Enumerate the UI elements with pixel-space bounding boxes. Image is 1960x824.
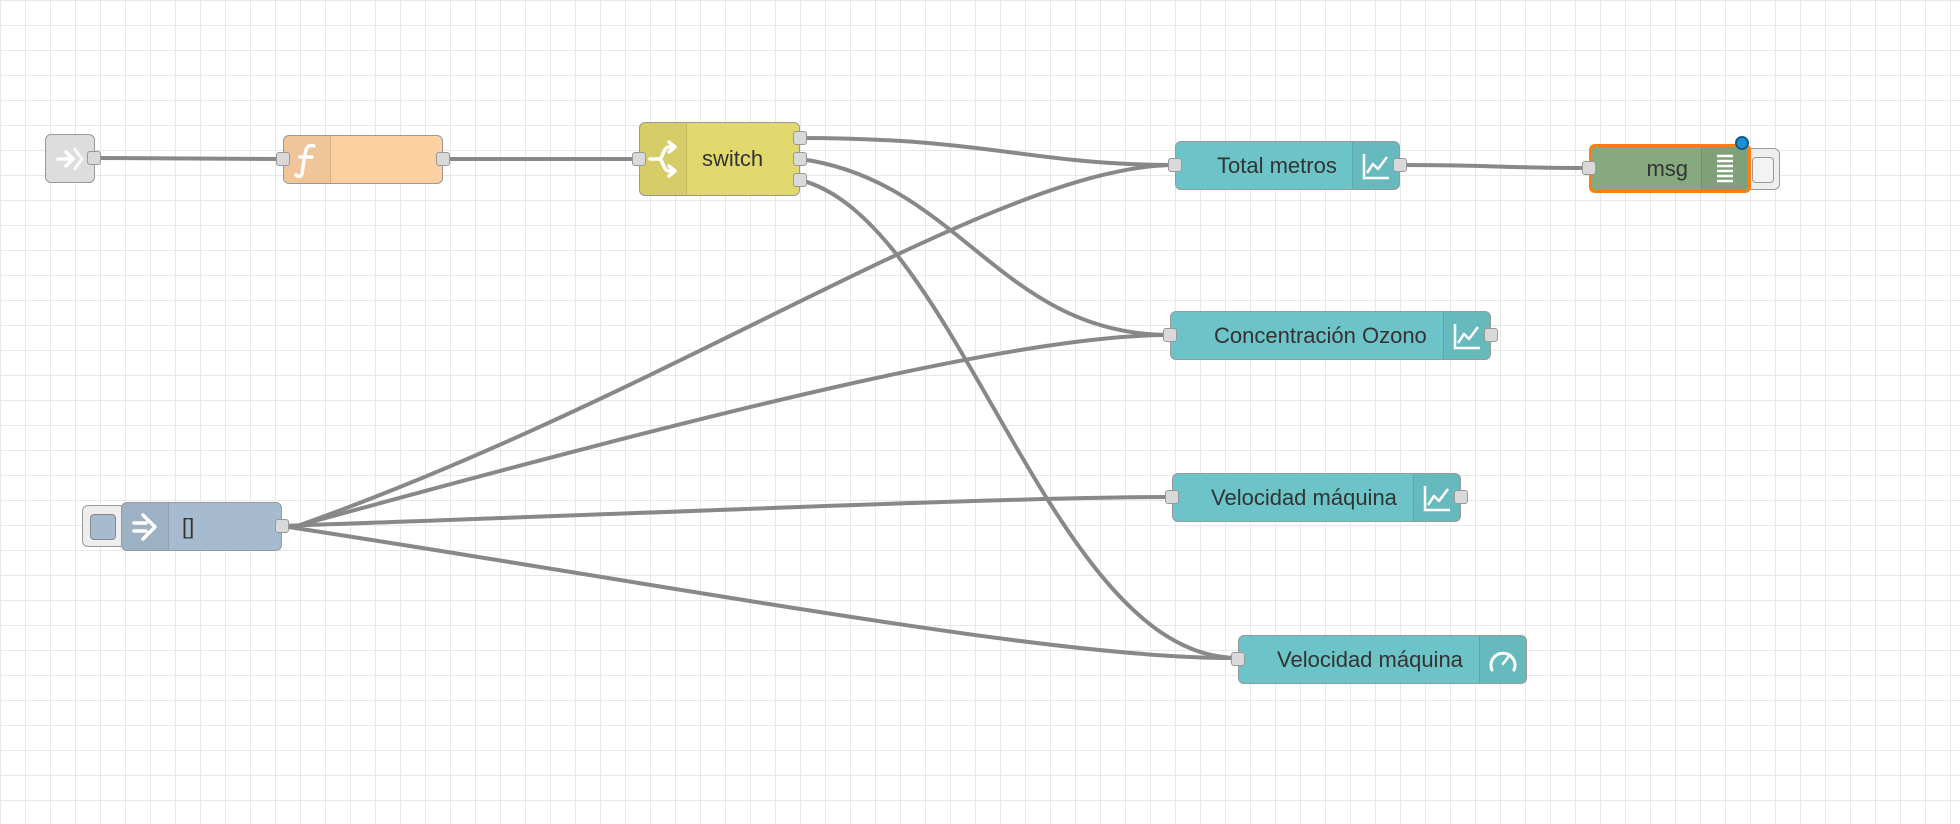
function-icon bbox=[284, 136, 331, 183]
debug-node[interactable]: msg bbox=[1589, 144, 1751, 193]
switch-output-port-1[interactable] bbox=[793, 131, 807, 145]
function-input-port[interactable] bbox=[276, 152, 290, 166]
gauge-node-velocidad-maquina[interactable]: Velocidad máquina bbox=[1238, 635, 1527, 684]
switch-output-port-3[interactable] bbox=[793, 173, 807, 187]
inject-arrow-icon bbox=[122, 503, 169, 550]
switch-node[interactable]: switch bbox=[639, 122, 800, 196]
chart-icon bbox=[1413, 474, 1460, 521]
chart-total-input-port[interactable] bbox=[1168, 158, 1182, 172]
debug-list-icon bbox=[1701, 147, 1748, 190]
gauge-input-port[interactable] bbox=[1231, 652, 1245, 666]
chart-icon bbox=[1352, 142, 1399, 189]
switch-output-port-2[interactable] bbox=[793, 152, 807, 166]
wire-inject-to-gauge[interactable] bbox=[280, 524, 1240, 661]
function-output-port[interactable] bbox=[436, 152, 450, 166]
inject-trigger-button[interactable] bbox=[82, 505, 126, 547]
node-label: msg bbox=[1646, 155, 1688, 181]
wire-inject-to-total[interactable] bbox=[298, 163, 1177, 527]
node-label: switch bbox=[702, 146, 764, 171]
debug-input-port[interactable] bbox=[1582, 161, 1596, 175]
inject-node[interactable]: [] bbox=[121, 502, 282, 551]
chart-icon bbox=[1443, 312, 1490, 359]
inject-output-port[interactable] bbox=[275, 519, 289, 533]
node-label: [] bbox=[182, 513, 195, 539]
node-label: Velocidad máquina bbox=[1211, 484, 1397, 510]
chart-vel-input-port[interactable] bbox=[1165, 490, 1179, 504]
wire-linkin-to-function[interactable] bbox=[94, 156, 285, 161]
switch-input-port[interactable] bbox=[632, 152, 646, 166]
inject-button-square bbox=[90, 514, 116, 540]
chart-node-concentracion-ozono[interactable]: Concentración Ozono bbox=[1170, 311, 1491, 360]
chart-node-velocidad-maquina[interactable]: Velocidad máquina bbox=[1172, 473, 1461, 522]
wire-switch1-to-total[interactable] bbox=[798, 136, 1177, 167]
chart-total-output-port[interactable] bbox=[1393, 158, 1407, 172]
debug-toggle-button[interactable] bbox=[1748, 148, 1780, 190]
switch-icon bbox=[640, 123, 687, 195]
wire-inject-to-ozono[interactable] bbox=[298, 333, 1172, 527]
function-node[interactable] bbox=[283, 135, 443, 184]
node-label: Concentración Ozono bbox=[1214, 322, 1427, 348]
chart-ozono-input-port[interactable] bbox=[1163, 328, 1177, 342]
node-label: Velocidad máquina bbox=[1277, 646, 1463, 672]
node-changed-indicator bbox=[1735, 136, 1749, 150]
chart-ozono-output-port[interactable] bbox=[1484, 328, 1498, 342]
debug-button-square bbox=[1752, 157, 1774, 183]
chart-vel-output-port[interactable] bbox=[1454, 490, 1468, 504]
wire-total-to-debug[interactable] bbox=[1398, 163, 1591, 170]
link-in-icon bbox=[54, 144, 86, 179]
node-label: Total metros bbox=[1217, 152, 1337, 178]
wire-switch2-to-ozono[interactable] bbox=[798, 157, 1172, 337]
chart-node-total-metros[interactable]: Total metros bbox=[1175, 141, 1400, 190]
link-in-output-port[interactable] bbox=[87, 151, 101, 165]
wire-switch3-to-gauge[interactable] bbox=[798, 178, 1240, 660]
gauge-icon bbox=[1479, 636, 1526, 683]
wire-inject-to-velchart[interactable] bbox=[280, 495, 1174, 528]
